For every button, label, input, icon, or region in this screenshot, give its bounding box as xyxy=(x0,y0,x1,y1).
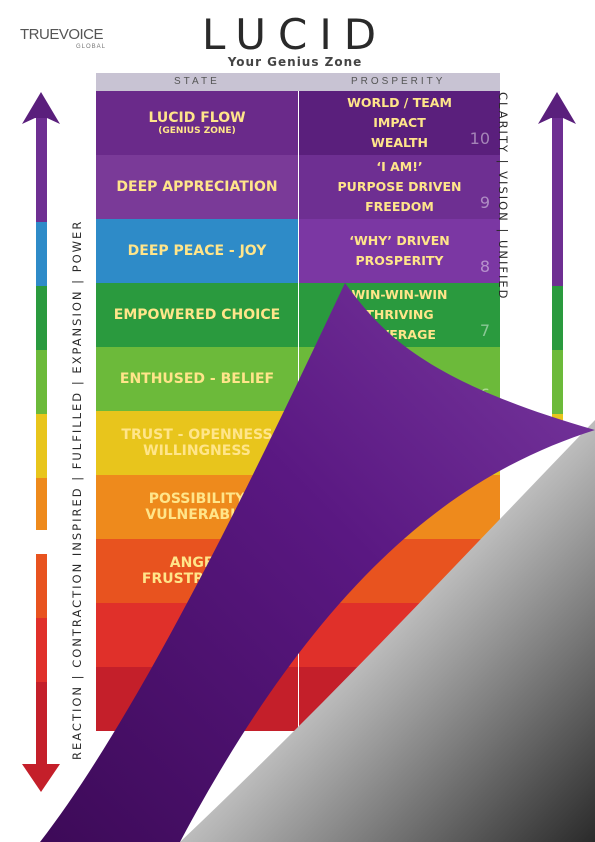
level-number: 8 xyxy=(479,257,490,276)
state-label: DEEP PEACE - JOY xyxy=(127,243,267,259)
state-label: EMPOWERED CHOICE xyxy=(113,307,281,323)
table-header: STATE PROSPERITY xyxy=(96,73,500,91)
state-label: LUCID FLOW xyxy=(148,110,246,126)
level-number: 10 xyxy=(469,129,490,148)
prosperity-cell: ‘WHY’ DRIVEN PROSPERITY 8 xyxy=(299,219,500,283)
prosperity-cell: WORLD / TEAM IMPACT WEALTH 10 xyxy=(299,91,500,155)
truevoice-logo: TRUEVOICE GLOBAL xyxy=(20,16,120,52)
prosperity-line: IMPACT xyxy=(373,115,426,130)
state-label: TRUST - OPENNESS xyxy=(121,427,273,443)
state-sublabel: VULNERABLE xyxy=(145,507,249,523)
state-cell: LUCID FLOW(GENIUS ZONE) xyxy=(96,91,298,155)
header-state: STATE xyxy=(174,76,220,87)
state-label: DEEP APPRECIATION xyxy=(116,179,278,195)
left-arrow-icon xyxy=(22,92,60,792)
prosperity-line: ‘I AM!’ xyxy=(376,159,423,174)
prosperity-line: WIN-WIN-WIN xyxy=(351,287,448,302)
prosperity-line: WEALTH xyxy=(371,135,428,150)
state-sublabel: WILLINGNESS xyxy=(143,443,251,459)
state-cell: DEEP PEACE - JOY xyxy=(96,219,298,283)
state-cell: ENTHUSED - BELIEF xyxy=(96,347,298,411)
state-cell: DEEP APPRECIATION xyxy=(96,155,298,219)
state-sublabel: (GENIUS ZONE) xyxy=(158,126,236,136)
prosperity-line: PROSPERITY xyxy=(355,253,444,268)
table-row: DEEP PEACE - JOY ‘WHY’ DRIVEN PROSPERITY 8 xyxy=(96,219,500,283)
state-cell: EMPOWERED CHOICE xyxy=(96,283,298,347)
level-number: 7 xyxy=(479,321,490,340)
level-number: 9 xyxy=(479,193,490,212)
state-label: POSSIBILITY xyxy=(148,491,246,507)
prosperity-line: FREEDOM xyxy=(365,199,434,214)
table-row: DEEP APPRECIATION ‘I AM!’ PURPOSE DRIVEN FR… xyxy=(96,155,500,219)
header-prosperity: PROSPERITY xyxy=(351,76,446,87)
page-title: LUCID xyxy=(201,10,389,59)
logo-text: TRUEVOICE xyxy=(20,26,104,43)
page-subtitle: Your Genius Zone xyxy=(227,55,363,69)
prosperity-cell: ‘I AM!’ PURPOSE DRIVEN FREEDOM 9 xyxy=(299,155,500,219)
logo-subtext: GLOBAL xyxy=(76,44,107,50)
state-label: ENTHUSED - BELIEF xyxy=(119,371,275,387)
prosperity-line: ‘WHY’ DRIVEN xyxy=(349,233,450,248)
table-row: LUCID FLOW(GENIUS ZONE) WORLD / TEAM IMPAC… xyxy=(96,91,500,155)
prosperity-line: THRIVING xyxy=(365,307,434,322)
prosperity-line: PURPOSE DRIVEN xyxy=(337,179,462,194)
prosperity-line: WORLD / TEAM xyxy=(347,95,452,110)
